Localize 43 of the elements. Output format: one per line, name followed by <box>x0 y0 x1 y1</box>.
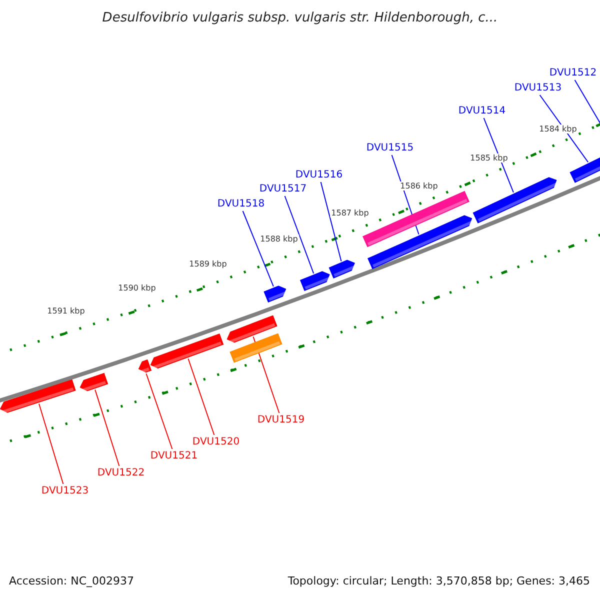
scale-label: 1590 kbp <box>117 284 157 292</box>
leader-line <box>146 373 173 450</box>
gene-label: DVU1522 <box>97 468 145 478</box>
footer-text: Topology: circular; Length: 3,570,858 bp; Genes: 3,465 <box>288 574 590 588</box>
leader-line <box>539 94 589 163</box>
gene-label: DVU1518 <box>217 198 265 210</box>
leader-line <box>320 182 342 262</box>
gene-label: DVU1523 <box>41 486 89 496</box>
title: Desulfovibrio vulgaris subsp. vulgaris str. Hildenborough, c... <box>102 10 498 26</box>
gene-label: DVU1514 <box>458 106 506 116</box>
gene-label: DVU1516 <box>295 170 343 180</box>
gene-label: DVU1515 <box>366 142 414 154</box>
gene-label: DVU1513 <box>514 82 562 94</box>
gene-feature <box>264 283 288 303</box>
gene-label: DVU1512 <box>549 68 597 78</box>
scale-label: 1584 kbp <box>538 124 578 134</box>
gene-feature <box>78 372 108 394</box>
gene-label: DVU1517 <box>259 184 307 194</box>
scale-label: 1591 kbp <box>46 306 86 316</box>
gene-feature <box>472 174 560 224</box>
scale-label: 1588 kbp <box>259 234 299 244</box>
gene-label: DVU1521 <box>150 450 198 462</box>
leader-line <box>242 210 274 287</box>
scale-label: 1586 kbp <box>399 182 439 190</box>
leader-line <box>284 196 314 274</box>
gene-feature <box>136 359 152 375</box>
scale-label: 1587 kbp <box>330 208 370 218</box>
leader-line <box>188 358 215 436</box>
gene-feature <box>148 333 224 371</box>
feature-bar <box>230 333 282 363</box>
gene-label: DVU1520 <box>192 436 240 448</box>
leader-line <box>483 118 514 193</box>
leader-line <box>38 403 64 484</box>
gene-feature <box>0 379 76 415</box>
scale-label: 1589 kbp <box>188 260 228 268</box>
gene-label: DVU1519 <box>257 414 305 426</box>
gene-feature <box>328 257 358 279</box>
gene-feature <box>224 315 278 345</box>
gene-feature <box>300 268 332 292</box>
gene-feature <box>367 212 475 270</box>
leader-line <box>94 389 120 466</box>
footer-text: Accession: NC_002937 <box>9 574 134 588</box>
scale-label: 1585 kbp <box>469 154 509 162</box>
